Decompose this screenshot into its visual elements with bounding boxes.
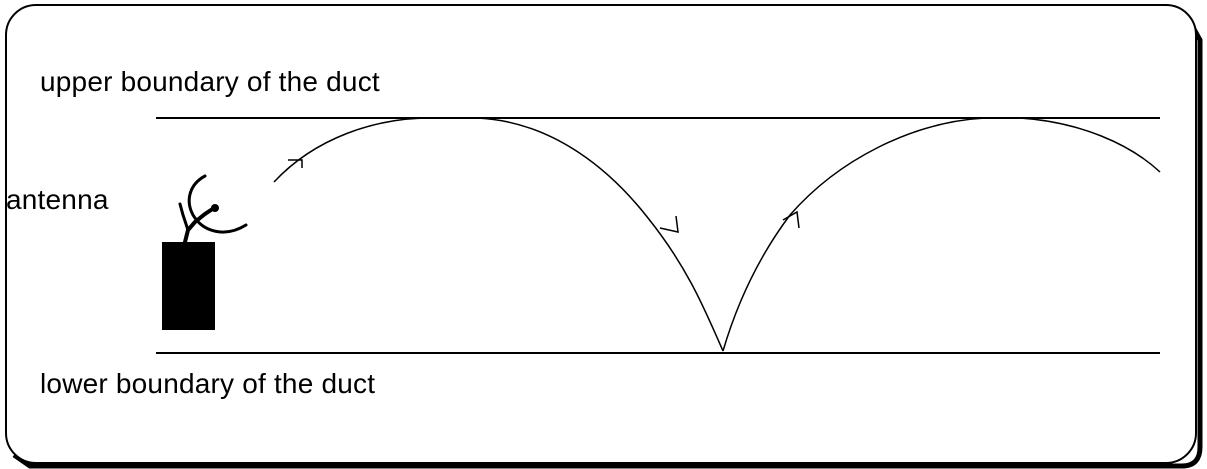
antenna-strut xyxy=(178,202,190,232)
ray-path-hop-1 xyxy=(273,117,724,352)
ray-path-hop-2 xyxy=(722,117,1161,352)
antenna-feed xyxy=(183,206,216,244)
lower-boundary-label: lower boundary of the duct xyxy=(40,368,376,399)
antenna-mast-box xyxy=(162,242,215,330)
upper-boundary-label: upper boundary of the duct xyxy=(40,66,380,97)
frame-shadow xyxy=(12,20,1203,469)
direction-arrow-2 xyxy=(659,215,679,233)
antenna-dish xyxy=(187,174,248,234)
frame-border xyxy=(5,4,1197,464)
antenna-feed-tip xyxy=(211,204,219,212)
direction-arrow-3 xyxy=(782,210,800,229)
direction-arrow-1 xyxy=(288,159,303,168)
antenna-label: antenna xyxy=(6,184,109,215)
